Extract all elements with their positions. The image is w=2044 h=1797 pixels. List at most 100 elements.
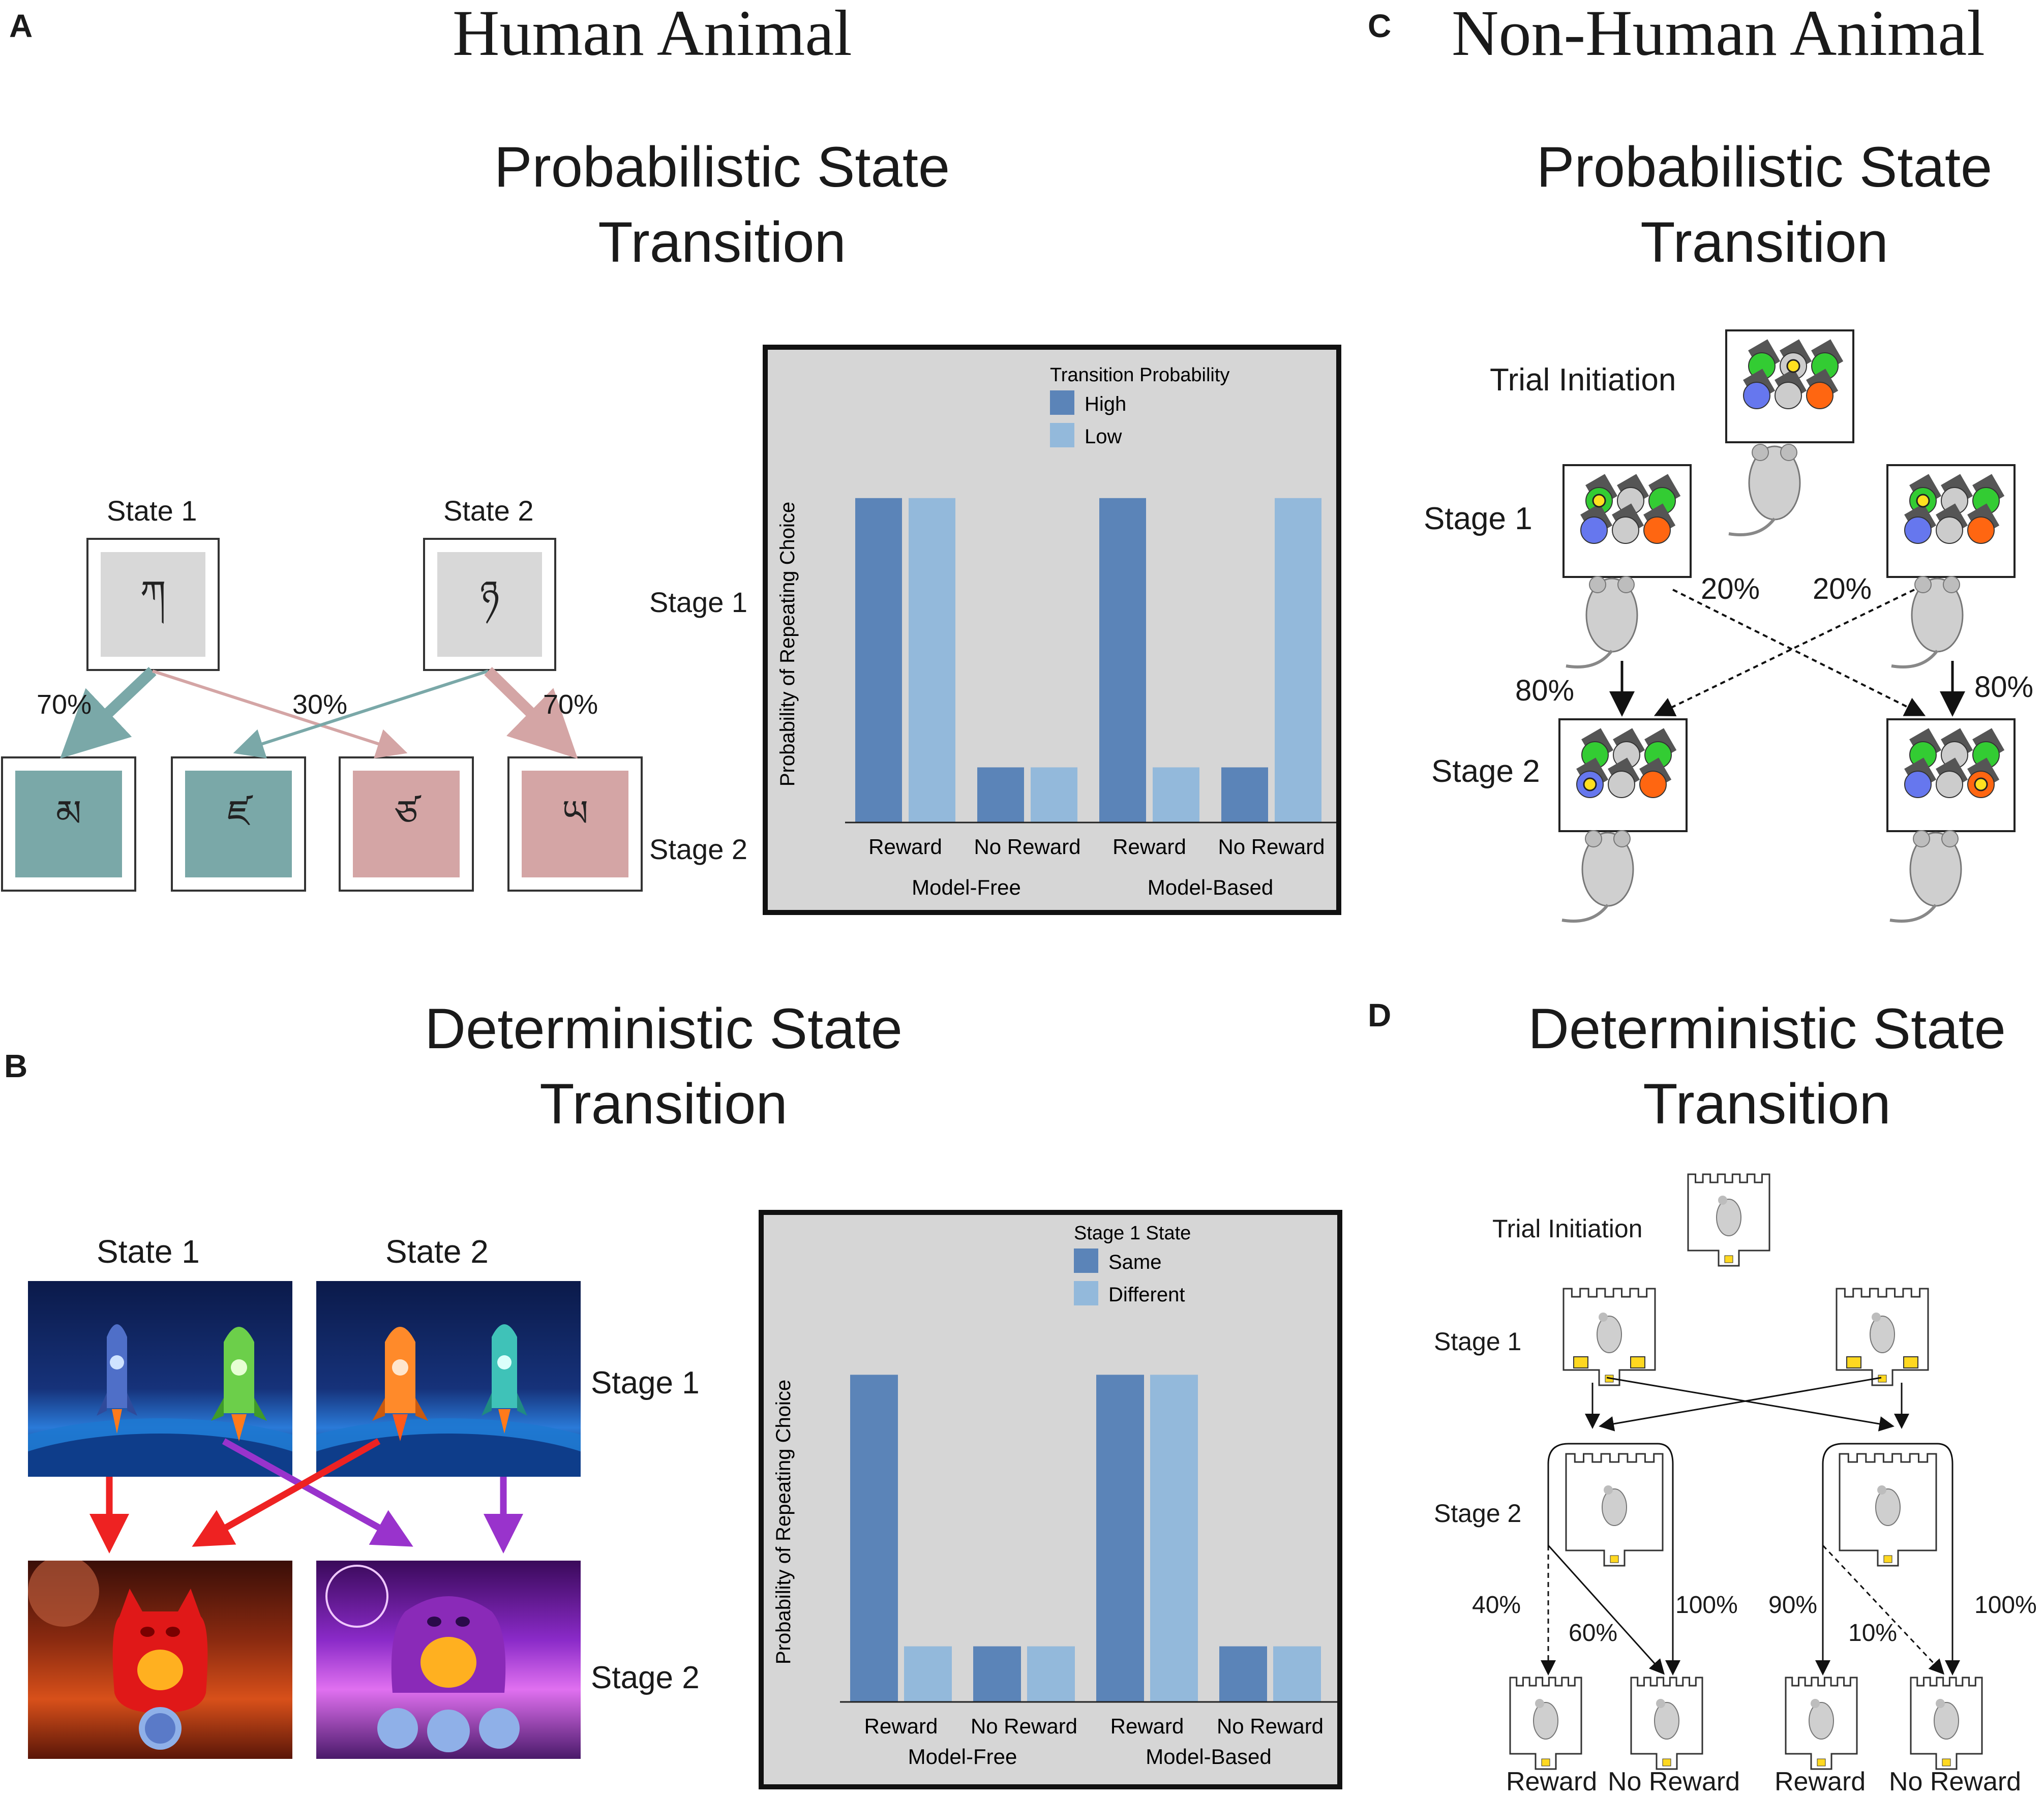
stage1-left-box-icon [1562, 464, 1692, 578]
panel-a-state2-card: ཉ [423, 538, 556, 671]
panel-a-pct-right: 70% [543, 689, 598, 720]
panel-b-state1-label: State 1 [97, 1233, 200, 1270]
panel-a-state1-card: ཀ [86, 538, 220, 671]
legend-swatch [1074, 1281, 1098, 1305]
header-non-human-animal: Non-Human Animal [1452, 0, 1985, 69]
x-tick-label: No Reward [974, 835, 1080, 859]
panel-c-trial-initiation-label: Trial Initiation [1490, 362, 1676, 398]
x-tick-label: No Reward [1218, 835, 1325, 859]
panel-b-state2-scene [316, 1281, 581, 1477]
panel-b-stage2-label: Stage 2 [591, 1660, 700, 1695]
arrow-d-60 [1547, 1544, 1665, 1675]
arrow-b-state2-red [192, 1438, 381, 1547]
green-rocket-icon [211, 1327, 267, 1441]
bar [1275, 498, 1321, 823]
panel-c-pct-left-common: 80% [1515, 674, 1575, 707]
arrow-state1-common [60, 667, 157, 759]
panel-b-stage1-label: Stage 1 [591, 1365, 700, 1400]
bar [977, 767, 1024, 823]
panel-d-outcome-2: No Reward [1608, 1767, 1740, 1796]
symbol-nya: ཉ [437, 552, 542, 657]
stage2-right-box-icon [1886, 718, 2016, 832]
bar [1027, 1646, 1075, 1702]
panel-b-transition-arrows [89, 1438, 523, 1554]
outcome-reward-1-icon [1509, 1677, 1582, 1770]
arrow-d-left-cross [1606, 1377, 1895, 1431]
panel-d-pct-2: 60% [1569, 1620, 1618, 1647]
panel-b-state2-label: State 2 [385, 1233, 489, 1270]
symbol-ma: མ [15, 771, 122, 877]
legend-swatch [1050, 390, 1074, 415]
stage1-left-chamber-icon [1562, 1288, 1656, 1386]
panel-a-stage2-card-4: ཡ [507, 756, 643, 892]
panel-b-red-planet-scene [28, 1561, 292, 1759]
panel-a-state2-label: State 2 [443, 495, 534, 527]
bar [1153, 767, 1199, 823]
bar [1273, 1646, 1321, 1702]
bar [1219, 1646, 1267, 1702]
x-tick-label: Reward [864, 1714, 938, 1738]
panel-d-trial-initiation-label: Trial Initiation [1492, 1214, 1643, 1243]
bar [855, 498, 902, 823]
planet-with-rockets [28, 1324, 292, 1477]
panel-d-outcome-4: No Reward [1889, 1767, 2022, 1796]
panel-letter-d: D [1368, 997, 1392, 1033]
stage1-right-chamber-icon [1836, 1288, 1929, 1386]
panel-c-stage1-label: Stage 1 [1424, 501, 1532, 536]
arrow-d-10 [1822, 1544, 1945, 1675]
panel-b-state1-scene [28, 1281, 292, 1477]
mouse-icon [1889, 830, 1962, 923]
mouse-icon [1561, 830, 1634, 923]
stage2-right-chamber-icon [1839, 1453, 1937, 1567]
panel-a-stage2-card-3: ཙ [339, 756, 474, 892]
stage2-left-chamber-icon [1565, 1453, 1664, 1567]
panel-a-pct-rare: 30% [292, 689, 348, 720]
group-label: Model-Based [1146, 1745, 1271, 1769]
panel-a-stage1-label: Stage 1 [649, 586, 748, 618]
legend-label: Different [1108, 1284, 1185, 1306]
panel-c-pct-left-rare: 20% [1701, 572, 1760, 605]
arrow-rare-right-to-left [1654, 589, 1915, 717]
panel-a-stage2-card-2: ཛ [171, 756, 306, 892]
outcome-noreward-2-icon [1910, 1677, 1983, 1770]
panel-d-pct-4: 90% [1768, 1592, 1818, 1619]
legend-swatch [1074, 1248, 1098, 1273]
panel-d-outcome-1: Reward [1506, 1767, 1598, 1796]
panel-c-stage2-label: Stage 2 [1431, 754, 1540, 789]
red-alien-icon [28, 1561, 208, 1750]
legend-label: High [1085, 393, 1126, 415]
group-label: Model-Free [912, 875, 1021, 899]
mouse-icon [1891, 576, 1964, 668]
legend-title: Stage 1 State [1074, 1223, 1191, 1244]
bar [1099, 498, 1146, 823]
panel-d-pct-1: 40% [1472, 1592, 1521, 1619]
trial-chamber-icon [1687, 1173, 1770, 1267]
group-label: Model-Based [1148, 875, 1273, 899]
symbol-ga: ཀ [101, 552, 205, 657]
panel-letter-a: A [9, 8, 33, 44]
y-axis-label: Probability of Repeating Choice [776, 502, 799, 786]
panel-c-pct-right-common: 80% [1974, 671, 2034, 704]
bar [1221, 767, 1268, 823]
loop-right [1822, 1443, 1960, 1676]
bar [850, 1375, 898, 1702]
arrow-state2-rare [233, 669, 489, 758]
panel-a-pct-left: 70% [37, 689, 92, 720]
arrow-d-right-cross [1599, 1377, 1882, 1431]
outcome-reward-2-icon [1785, 1677, 1858, 1770]
purple-alien-icon [325, 1565, 520, 1752]
panel-d-pct-6: 100% [1974, 1592, 2037, 1619]
symbol-dza: ཛ [185, 771, 292, 877]
teal-rocket-icon [482, 1324, 527, 1434]
panel-a-stage2-label: Stage 2 [649, 833, 748, 865]
legend-label: Low [1085, 425, 1122, 448]
mouse-icon [1566, 576, 1638, 668]
loop-left [1547, 1443, 1680, 1676]
blue-rocket-icon [97, 1324, 137, 1434]
trial-initiation-box-icon [1725, 329, 1854, 443]
arrow-state1-rare [152, 669, 408, 758]
